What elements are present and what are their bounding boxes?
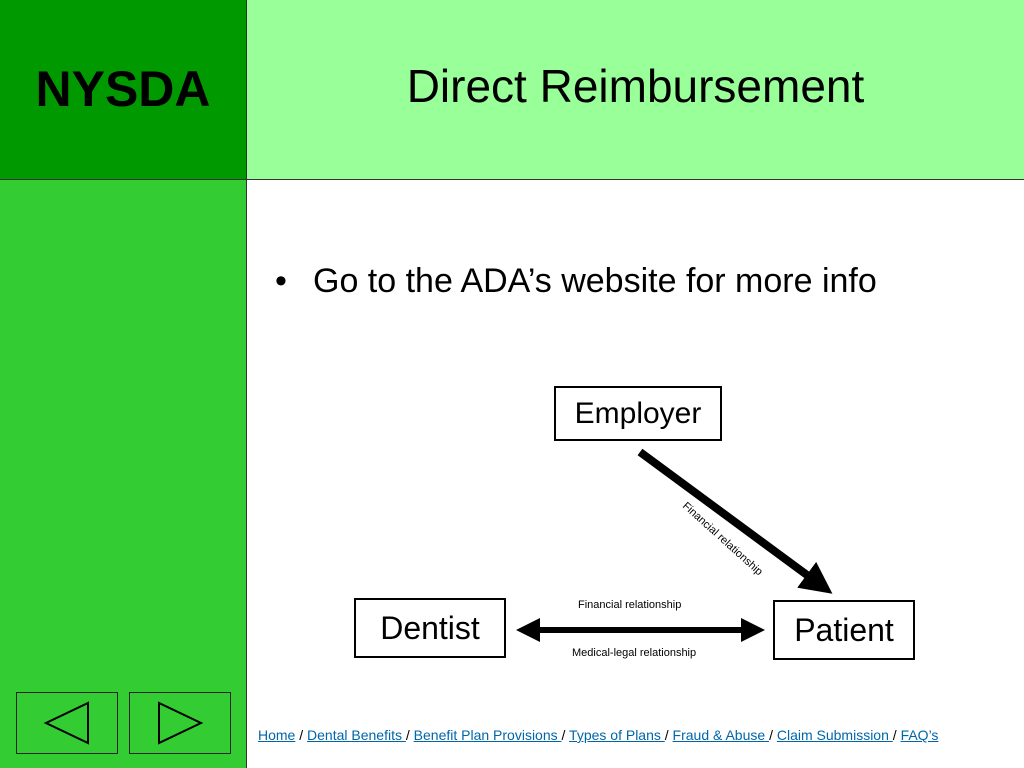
link-separator: /: [769, 727, 773, 743]
patient-node: Patient: [773, 600, 915, 660]
dentist-patient-medical-label: Medical-legal relationship: [572, 647, 697, 659]
bullet-item: • Go to the ADA’s website for more info: [275, 262, 877, 301]
footer-links: Home / Dental Benefits / Benefit Plan Pr…: [258, 727, 938, 743]
dentist-node: Dentist: [354, 598, 506, 658]
link-separator: /: [664, 727, 669, 743]
link-separator: /: [892, 727, 897, 743]
employer-node: Employer: [554, 386, 722, 441]
logo-panel: NYSDA: [0, 0, 247, 180]
link-dental-benefits[interactable]: Dental Benefits: [307, 727, 406, 743]
link-separator: /: [405, 727, 410, 743]
page-title: Direct Reimbursement: [406, 59, 865, 112]
employer-patient-arrow: [637, 448, 833, 594]
dentist-patient-financial-label: Financial relationship: [578, 599, 682, 611]
link-benefit-plan-provisions[interactable]: Benefit Plan Provisions: [413, 727, 562, 743]
right-triangle-icon: [158, 701, 204, 745]
link-separator: /: [561, 727, 566, 743]
logo-text: NYSDA: [35, 60, 211, 117]
title-panel: Direct Reimbursement: [247, 0, 1024, 180]
previous-slide-button[interactable]: [16, 692, 118, 754]
link-faqs[interactable]: FAQ’s: [900, 727, 939, 743]
next-slide-button[interactable]: [129, 692, 231, 754]
link-home[interactable]: Home: [258, 727, 296, 743]
bullet-text: Go to the ADA’s website for more info: [313, 262, 877, 300]
link-separator: /: [299, 727, 304, 743]
sidebar: [0, 180, 247, 768]
bullet-dot: •: [275, 262, 287, 300]
left-triangle-icon: [43, 701, 89, 745]
link-fraud-abuse[interactable]: Fraud & Abuse: [672, 727, 770, 743]
link-types-of-plans[interactable]: Types of Plans: [569, 727, 665, 743]
link-claim-submission[interactable]: Claim Submission: [776, 727, 893, 743]
